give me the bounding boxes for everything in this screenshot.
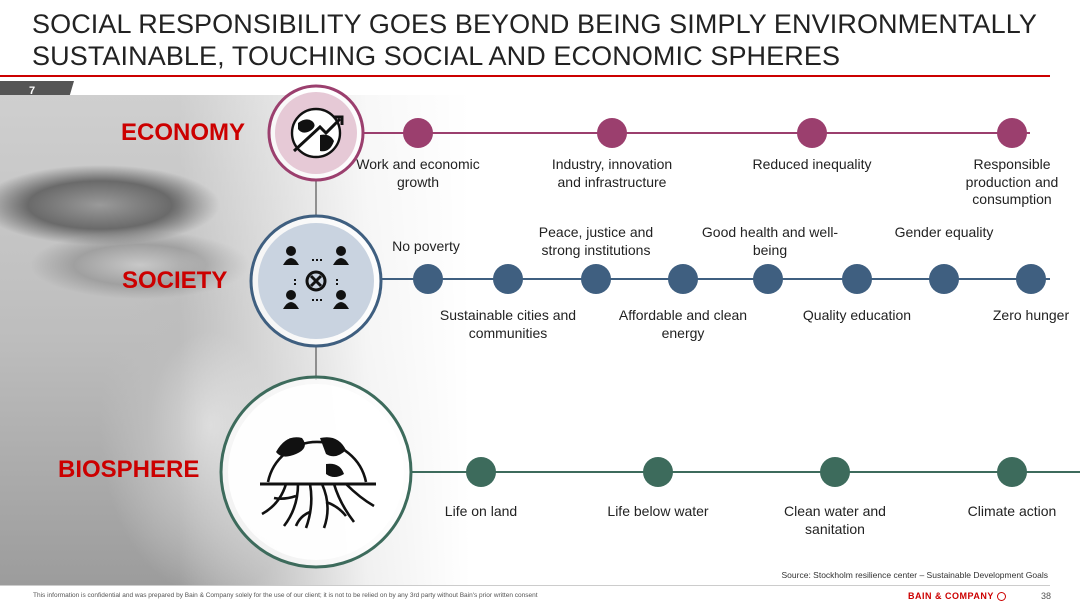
goal-node-biosphere [466,457,496,487]
goal-node-biosphere [997,457,1027,487]
goal-label-society: Good health and well-being [701,224,839,258]
slide-title: SOCIAL RESPONSIBILITY GOES BEYOND BEING … [32,9,1037,71]
goal-node-society [929,264,959,294]
people-network-icon [283,246,349,309]
brand-logo: BAIN & COMPANY [908,591,1006,601]
goal-label-society: Peace, justice and strong institutions [538,224,654,258]
goal-node-economy [597,118,627,148]
goal-node-biosphere [643,457,673,487]
sphere-label-biosphere: BIOSPHERE [58,456,200,483]
goal-node-society [753,264,783,294]
footer-divider [0,585,1050,586]
confidentiality-notice: This information is confidential and was… [33,592,538,599]
goal-label-society: Zero hunger [992,307,1070,323]
goal-label-society: Affordable and clean energy [618,307,748,341]
page-number: 38 [1041,591,1052,601]
sphere-label-economy: ECONOMY [121,119,246,146]
goal-label-biosphere: Life on land [444,503,518,519]
goal-label-economy: Work and economic growth [356,156,480,190]
goal-label-biosphere: Clean water and sanitation [784,503,886,537]
goal-node-economy [997,118,1027,148]
goal-label-economy: Industry, innovation and infrastructure [551,156,673,190]
goal-node-society [842,264,872,294]
goal-label-society: Gender equality [894,224,994,240]
earth-roots-icon [260,437,376,529]
goal-node-economy [797,118,827,148]
brand-name: BAIN & COMPANY [908,591,994,601]
goal-nodes [403,118,1046,487]
title-divider [0,75,1050,77]
goal-label-biosphere: Life below water [607,503,709,519]
goal-node-society [668,264,698,294]
source-note: Source: Stockholm resilience center – Su… [781,570,1048,580]
goal-node-economy [403,118,433,148]
goal-node-society [1016,264,1046,294]
goal-label-society: Sustainable cities and communities [439,307,577,341]
goal-label-biosphere: Climate action [967,503,1057,519]
globe-economy-icon [290,107,344,159]
goal-label-economy: Reduced inequality [752,156,872,172]
goal-node-society [413,264,443,294]
goal-label-economy: Responsible production and consumption [965,156,1059,207]
goal-node-biosphere [820,457,850,487]
sphere-label-society: SOCIETY [122,267,228,294]
goal-label-society: Quality education [802,307,912,323]
brand-mark-icon [996,592,1006,601]
goal-node-society [581,264,611,294]
goal-label-society: No poverty [392,238,460,254]
biosphere-circle [219,375,413,569]
goal-node-society [493,264,523,294]
